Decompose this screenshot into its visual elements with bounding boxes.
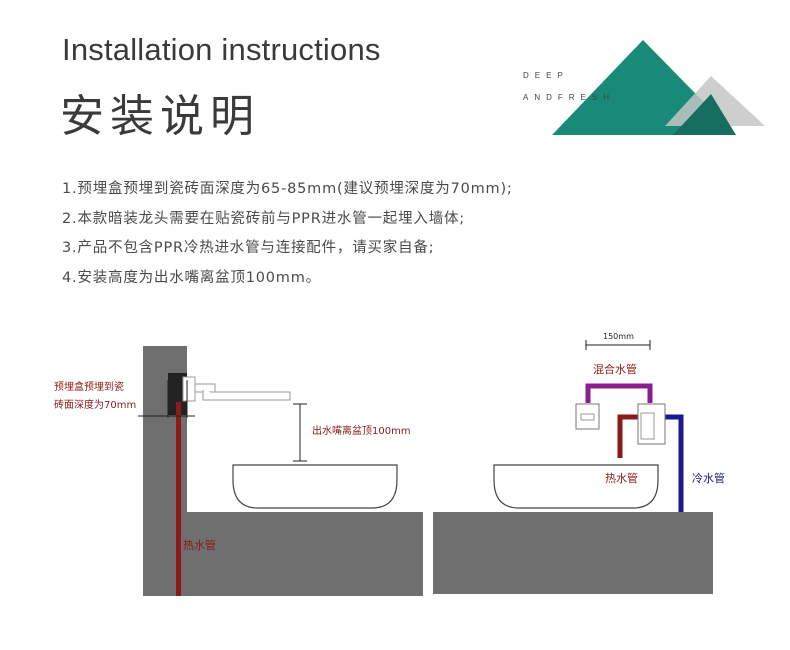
instruction-item: 2.本款暗装龙头需要在贴瓷砖前与PPR进水管一起埋入墙体; [62, 210, 465, 227]
basin-right [493, 464, 659, 509]
right-diagram: 150mm 混合水管 热水管 冷水管 [433, 332, 725, 594]
instruction-item: 4.安装高度为出水嘴离盆顶100mm。 [62, 269, 321, 286]
cold-pipe-label: 冷水管 [692, 471, 725, 485]
installation-diagram: 预埋盒预埋到瓷 砖面深度为70mm 出水嘴离盆顶100mm 热水管 150mm … [54, 332, 725, 596]
faucet-body [182, 376, 196, 402]
instruction-item: 1.预埋盒预埋到瓷砖面深度为65-85mm(建议预埋深度为70mm); [62, 181, 513, 197]
mix-pipe [585, 383, 653, 403]
depth-label-line1: 预埋盒预埋到瓷 [54, 380, 124, 393]
counter-base-right [433, 512, 713, 594]
instruction-item: 3.产品不包含PPR冷热进水管与连接配件，请买家自备; [62, 240, 435, 256]
hot-pipe-left [176, 402, 181, 596]
brand-logo-icon [552, 40, 765, 135]
cold-pipe [660, 414, 684, 512]
brand-text-line2: ANDFRESH [523, 93, 616, 102]
width-label: 150mm [603, 332, 634, 341]
hot-pipe-right [617, 414, 643, 458]
left-diagram: 预埋盒预埋到瓷 砖面深度为70mm 出水嘴离盆顶100mm 热水管 [54, 346, 423, 596]
hot-pipe-label-right: 热水管 [605, 471, 638, 485]
hot-pipe-label-left: 热水管 [183, 538, 216, 552]
title-chinese: 安装说明 [60, 91, 260, 142]
basin [232, 464, 398, 509]
faucet-spout [202, 390, 291, 401]
height-label: 出水嘴离盆顶100mm [312, 424, 411, 437]
mix-pipe-label: 混合水管 [593, 362, 637, 376]
embedded-box [168, 373, 187, 415]
instruction-list: 1.预埋盒预埋到瓷砖面深度为65-85mm(建议预埋深度为70mm); 2.本款… [62, 175, 762, 293]
brand-text-line1: DEEP [523, 71, 569, 80]
counter-base [143, 512, 423, 596]
depth-label-line2: 砖面深度为70mm [54, 398, 136, 411]
title-english: Installation instructions [62, 32, 381, 67]
